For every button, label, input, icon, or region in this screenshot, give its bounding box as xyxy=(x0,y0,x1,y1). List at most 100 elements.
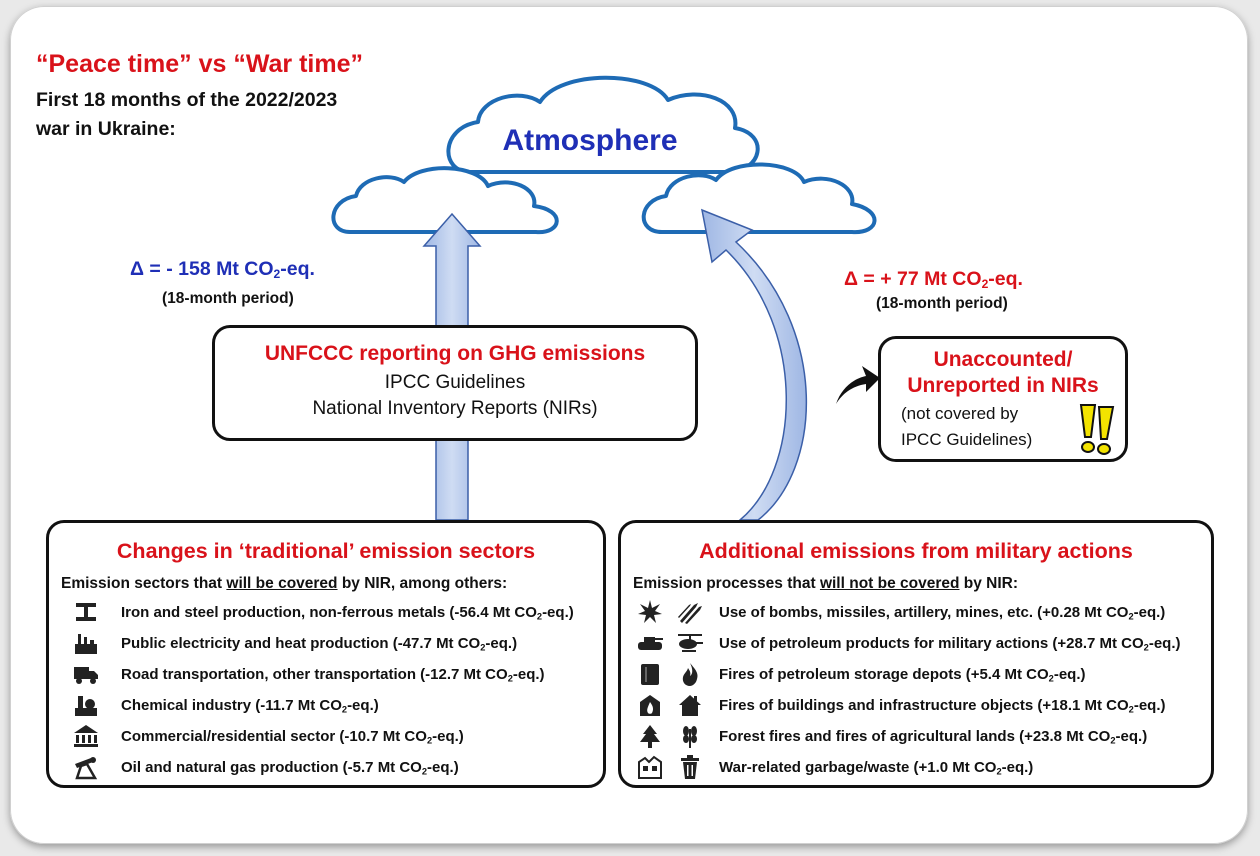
left-delta: Δ = - 158 Mt CO2-eq. xyxy=(130,258,315,281)
tank-icon xyxy=(637,630,663,656)
traditional-item-tail: -eq.) xyxy=(347,696,379,714)
co2-subscript: 2 xyxy=(1110,734,1116,745)
explosion-icon xyxy=(637,599,663,625)
co2-subscript: 2 xyxy=(996,765,1002,776)
military-list-item: Use of bombs, missiles, artillery, mines… xyxy=(637,597,1165,627)
atmosphere-label: Atmosphere xyxy=(502,124,678,157)
military-item-text: Use of petroleum products for military a… xyxy=(719,635,1181,652)
right-delta-sub: 2 xyxy=(981,277,989,292)
military-item-label: Use of petroleum products for military a… xyxy=(719,634,1144,652)
military-list-item: Fires of petroleum storage depots (+5.4 … xyxy=(637,659,1086,689)
military-list-item: Forest fires and fires of agricultural l… xyxy=(637,721,1147,751)
military-item-text: Forest fires and fires of agricultural l… xyxy=(719,728,1147,745)
military-list-item: Fires of buildings and infrastructure ob… xyxy=(637,690,1166,720)
traditional-list-item: Chemical industry (-11.7 Mt CO2-eq.) xyxy=(73,690,379,720)
traditional-item-label: Iron and steel production, non-ferrous m… xyxy=(121,603,537,621)
traditional-list-item: Commercial/residential sector (-10.7 Mt … xyxy=(73,721,464,751)
traditional-item-label: Commercial/residential sector (-10.7 Mt … xyxy=(121,727,427,745)
co2-subscript: 2 xyxy=(1128,703,1134,714)
unfccc-line2: National Inventory Reports (NIRs) xyxy=(312,398,598,419)
traditional-intro-underlined: will be covered xyxy=(226,575,338,592)
co2-subscript: 2 xyxy=(426,734,433,745)
traditional-item-label: Oil and natural gas production (-5.7 Mt … xyxy=(121,758,422,776)
military-intro-pre: Emission processes that xyxy=(633,575,820,592)
military-list-item: War-related garbage/waste (+1.0 Mt CO2-e… xyxy=(637,752,1033,782)
military-item-text: Fires of buildings and infrastructure ob… xyxy=(719,697,1166,714)
flame-icon xyxy=(677,661,703,687)
traditional-item-tail: -eq.) xyxy=(512,665,545,683)
left-delta-suffix: -eq. xyxy=(280,258,315,280)
burning-house-icon xyxy=(677,692,703,718)
military-item-tail: -eq.) xyxy=(1001,758,1034,776)
military-item-label: Fires of buildings and infrastructure ob… xyxy=(719,696,1129,714)
traditional-item-label: Public electricity and heat production (… xyxy=(121,634,481,652)
military-item-tail: -eq.) xyxy=(1115,727,1148,745)
bank-building-icon xyxy=(73,723,99,749)
traditional-intro-post: by NIR, among others: xyxy=(337,575,508,592)
unfccc-box: UNFCCC reporting on GHG emissions IPCC G… xyxy=(212,325,698,441)
unfccc-title: UNFCCC reporting on GHG emissions xyxy=(264,342,646,365)
traditional-item-text: Commercial/residential sector (-10.7 Mt … xyxy=(121,728,464,745)
right-delta: Δ = + 77 Mt CO2-eq. xyxy=(844,268,1023,291)
military-item-text: War-related garbage/waste (+1.0 Mt CO2-e… xyxy=(719,759,1033,776)
atmosphere-cloud xyxy=(446,75,760,174)
right-delta-suffix: -eq. xyxy=(988,268,1023,290)
unaccounted-title1: Unaccounted/ xyxy=(933,348,1073,371)
military-item-tail: -eq.) xyxy=(1148,634,1181,652)
storage-tank-icon xyxy=(637,661,663,687)
traditional-sectors-box: Changes in ‘traditional’ emission sector… xyxy=(46,520,606,788)
steel-beam-icon xyxy=(73,599,99,625)
truck-icon xyxy=(73,661,99,687)
military-list-item: Use of petroleum products for military a… xyxy=(637,628,1181,658)
traditional-item-tail: -eq.) xyxy=(432,727,464,745)
traditional-item-text: Public electricity and heat production (… xyxy=(121,635,517,652)
military-item-text: Use of bombs, missiles, artillery, mines… xyxy=(719,604,1165,621)
traditional-list-item: Road transportation, other transportatio… xyxy=(73,659,545,689)
traditional-item-label: Road transportation, other transportatio… xyxy=(121,665,508,683)
military-item-tail: -eq.) xyxy=(1053,665,1086,683)
left-delta-sub: 2 xyxy=(273,267,281,282)
military-item-label: War-related garbage/waste (+1.0 Mt CO xyxy=(719,758,997,776)
left-delta-prefix: Δ = - 158 Mt CO xyxy=(130,258,274,280)
traditional-list-item: Public electricity and heat production (… xyxy=(73,628,517,658)
military-intro-post: by NIR: xyxy=(959,575,1019,592)
traditional-item-tail: -eq.) xyxy=(542,603,574,621)
left-delta-period: (18-month period) xyxy=(162,290,294,307)
helicopter-icon xyxy=(677,630,703,656)
burning-wheat-icon xyxy=(677,723,703,749)
black-pointer-arrow xyxy=(836,366,880,404)
traditional-item-text: Road transportation, other transportatio… xyxy=(121,666,545,683)
power-plant-icon xyxy=(73,630,99,656)
unfccc-line1: IPCC Guidelines xyxy=(384,372,526,393)
military-item-label: Fires of petroleum storage depots (+5.4 … xyxy=(719,665,1049,683)
co2-subscript: 2 xyxy=(480,641,486,652)
unaccounted-line2: IPCC Guidelines) xyxy=(901,430,1033,449)
ruined-building-icon xyxy=(637,754,663,780)
oil-pump-icon xyxy=(73,754,99,780)
co2-subscript: 2 xyxy=(507,672,513,683)
co2-subscript: 2 xyxy=(421,765,428,776)
header-subtitle-line2: war in Ukraine: xyxy=(36,118,176,140)
military-emissions-box: Additional emissions from military actio… xyxy=(618,520,1214,788)
traditional-item-tail: -eq.) xyxy=(427,758,459,776)
header-subtitle-line1: First 18 months of the 2022/2023 xyxy=(36,89,338,111)
military-item-tail: -eq.) xyxy=(1133,696,1166,714)
traditional-intro: Emission sectors that will be covered by… xyxy=(61,575,507,593)
traditional-item-label: Chemical industry (-11.7 Mt CO xyxy=(121,696,342,714)
trash-bin-icon xyxy=(677,754,703,780)
traditional-list-item: Oil and natural gas production (-5.7 Mt … xyxy=(73,752,459,782)
co2-subscript: 2 xyxy=(1048,672,1054,683)
military-item-label: Use of bombs, missiles, artillery, mines… xyxy=(719,603,1129,621)
military-item-label: Forest fires and fires of agricultural l… xyxy=(719,727,1111,745)
military-item-text: Fires of petroleum storage depots (+5.4 … xyxy=(719,666,1086,683)
co2-subscript: 2 xyxy=(536,610,543,621)
traditional-item-tail: -eq.) xyxy=(485,634,518,652)
co2-subscript: 2 xyxy=(1128,610,1134,621)
traditional-item-text: Oil and natural gas production (-5.7 Mt … xyxy=(121,759,459,776)
left-cloud xyxy=(331,166,559,235)
unaccounted-line1: (not covered by xyxy=(901,404,1019,423)
right-curved-arrow xyxy=(701,208,808,521)
co2-subscript: 2 xyxy=(341,703,348,714)
missiles-icon xyxy=(677,599,703,625)
right-delta-period: (18-month period) xyxy=(876,295,1008,312)
